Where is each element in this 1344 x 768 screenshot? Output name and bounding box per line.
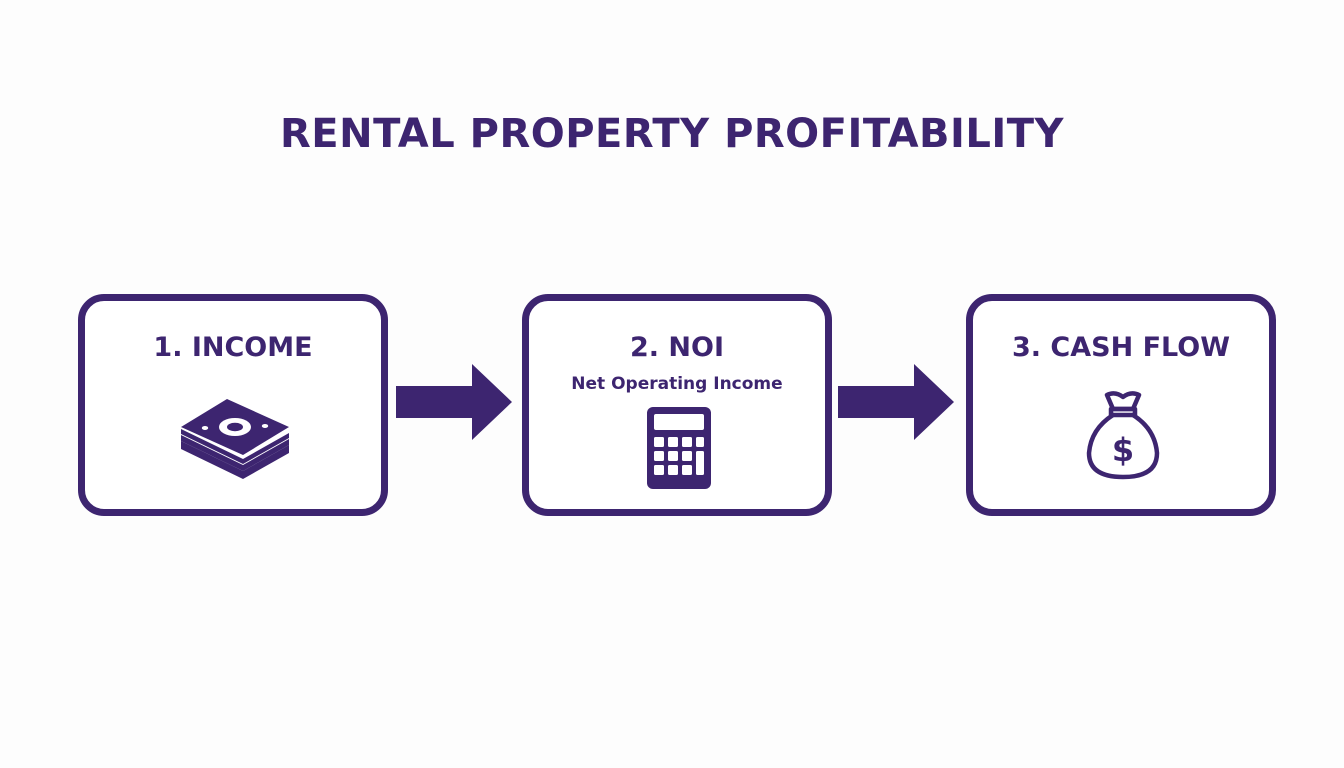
diagram-title: RENTAL PROPERTY PROFITABILITY bbox=[279, 111, 1065, 157]
calculator-icon bbox=[647, 407, 711, 489]
cash-stack-icon bbox=[181, 399, 289, 479]
step-income-heading: 1. INCOME bbox=[153, 332, 313, 363]
flow-arrow-right bbox=[838, 364, 954, 440]
step-noi-box: 2. NOI Net Operating Income bbox=[522, 294, 832, 516]
svg-text:$: $ bbox=[1112, 431, 1134, 469]
step-income-box: 1. INCOME bbox=[78, 294, 388, 516]
step-cash-flow-heading: 3. CASH FLOW bbox=[1011, 332, 1231, 363]
flow-arrow-right bbox=[396, 364, 512, 440]
step-cash-flow-box: 3. CASH FLOW $ bbox=[966, 294, 1276, 516]
step-noi-subtitle: Net Operating Income bbox=[571, 374, 783, 394]
step-noi-heading: 2. NOI bbox=[629, 332, 725, 363]
money-bag-icon: $ bbox=[1086, 391, 1160, 480]
